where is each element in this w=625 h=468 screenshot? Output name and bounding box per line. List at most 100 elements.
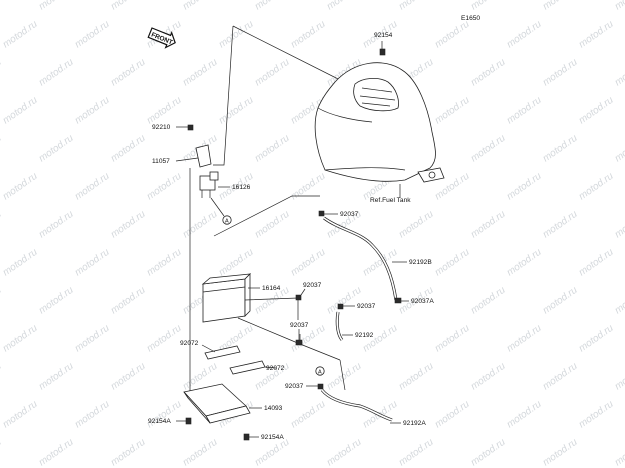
watermark-text: motod.ru <box>1 95 40 127</box>
fuel-tank <box>314 62 445 183</box>
watermark-text: motod.ru <box>433 95 472 127</box>
label-92154A-left: 92154A <box>148 418 171 425</box>
band-92072-a <box>204 345 241 360</box>
watermark-text: motod.ru <box>37 361 76 393</box>
watermark-text: motod.ru <box>613 437 625 468</box>
clamp-92037-d-icon <box>295 339 303 346</box>
label-92192A: 92192A <box>403 420 426 427</box>
watermark-text: motod.ru <box>0 285 4 317</box>
watermark-text: motod.ru <box>505 19 544 51</box>
watermark-text: motod.ru <box>145 399 184 431</box>
watermark-text: motod.ru <box>217 95 256 127</box>
watermark-text: motod.ru <box>73 95 112 127</box>
watermark-text: motod.ru <box>37 285 76 317</box>
hose-92192A-inner <box>321 389 393 421</box>
watermark-text: motod.ru <box>37 209 76 241</box>
watermark-text: motod.ru <box>613 57 625 89</box>
label-92037A: 92037A <box>411 298 434 305</box>
watermark-text: motod.ru <box>469 361 508 393</box>
watermark-text: motod.ru <box>289 171 328 203</box>
callout-a-top-label: A <box>225 219 229 225</box>
watermark-text: motod.ru <box>109 361 148 393</box>
hose-92192-inner <box>336 311 343 341</box>
clamp-92037-a-icon <box>318 210 325 217</box>
bolt-92154-icon <box>379 48 386 56</box>
watermark-text: motod.ru <box>0 361 4 393</box>
label-92072-a: 92072 <box>180 340 199 347</box>
callout-a-bottom-label: A <box>318 370 322 376</box>
canister-16164 <box>201 273 252 323</box>
watermark-text: motod.ru <box>613 0 625 12</box>
label-16126: 16126 <box>232 184 251 191</box>
label-92072-b: 92072 <box>266 365 285 372</box>
clamp-92037-c-icon <box>337 303 344 310</box>
watermark-text: motod.ru <box>577 19 616 51</box>
hose-92192B-inner <box>323 217 397 301</box>
leader-11057 <box>175 157 199 162</box>
label-92037-d: 92037 <box>290 322 309 329</box>
watermark-text: motod.ru <box>253 437 292 468</box>
watermark-text: motod.ru <box>253 133 292 165</box>
watermark-text: motod.ru <box>73 19 112 51</box>
watermark-text: motod.ru <box>433 19 472 51</box>
clamp-92037-e-icon <box>317 383 324 390</box>
label-92037-e: 92037 <box>285 383 304 390</box>
label-16164: 16164 <box>262 285 281 292</box>
watermark-text: motod.ru <box>397 0 436 12</box>
watermark-text: motod.ru <box>469 437 508 468</box>
ref-fuel-tank-label: Ref.Fuel Tank <box>370 197 411 204</box>
watermark-text: motod.ru <box>289 247 328 279</box>
watermark-text: motod.ru <box>613 209 625 241</box>
watermark-text: motod.ru <box>37 133 76 165</box>
label-92154A-right: 92154A <box>261 434 284 441</box>
watermark-text: motod.ru <box>613 133 625 165</box>
bolt-92154A-right-icon <box>243 433 250 441</box>
watermark-text: motod.ru <box>505 247 544 279</box>
label-92037-b: 92037 <box>303 282 322 289</box>
watermark-text: motod.ru <box>181 57 220 89</box>
watermark-text: motod.ru <box>0 57 4 89</box>
callout-a-top <box>222 215 232 225</box>
watermark-text: motod.ru <box>505 323 544 355</box>
watermark-text: motod.ru <box>181 0 220 12</box>
diagram-code: E1650 <box>461 15 480 22</box>
watermark-text: motod.ru <box>541 285 580 317</box>
watermark-text: motod.ru <box>0 437 4 468</box>
watermark-text: motod.ru <box>0 0 4 12</box>
watermark-text: motod.ru <box>73 399 112 431</box>
watermark-text: motod.ru <box>577 171 616 203</box>
watermark-text: motod.ru <box>469 57 508 89</box>
watermark-text: motod.ru <box>253 0 292 12</box>
watermark-text: motod.ru <box>73 171 112 203</box>
watermark-text: motod.ru <box>433 323 472 355</box>
watermark-text: motod.ru <box>325 285 364 317</box>
watermark-text: motod.ru <box>433 247 472 279</box>
watermark-text: motod.ru <box>541 209 580 241</box>
label-11057: 11057 <box>152 158 170 165</box>
frame-line <box>189 25 361 396</box>
watermark-text: motod.ru <box>1 323 40 355</box>
watermark-text: motod.ru <box>145 323 184 355</box>
watermark-text: motod.ru <box>37 0 76 12</box>
watermark-text: motod.ru <box>541 437 580 468</box>
watermark-text: motod.ru <box>613 285 625 317</box>
leader-92037-b <box>300 288 306 296</box>
watermark-text: motod.ru <box>1 171 40 203</box>
watermark-text: motod.ru <box>181 437 220 468</box>
watermark-text: motod.ru <box>109 437 148 468</box>
watermark-text: motod.ru <box>397 361 436 393</box>
label-92210: 92210 <box>152 124 171 131</box>
watermark-text: motod.ru <box>577 95 616 127</box>
label-92192: 92192 <box>355 332 374 339</box>
watermark-text: motod.ru <box>505 399 544 431</box>
bracket-11057 <box>195 144 212 168</box>
watermark-text: motod.ru <box>397 437 436 468</box>
watermark-text: motod.ru <box>0 133 4 165</box>
tray-14093 <box>183 383 251 424</box>
watermark-text: motod.ru <box>541 0 580 12</box>
watermark-text: motod.ru <box>505 95 544 127</box>
watermark-text: motod.ru <box>469 0 508 12</box>
leader-callout-a-top <box>210 197 225 217</box>
bolt-92154A-left-icon <box>185 417 192 425</box>
watermark-text: motod.ru <box>613 361 625 393</box>
